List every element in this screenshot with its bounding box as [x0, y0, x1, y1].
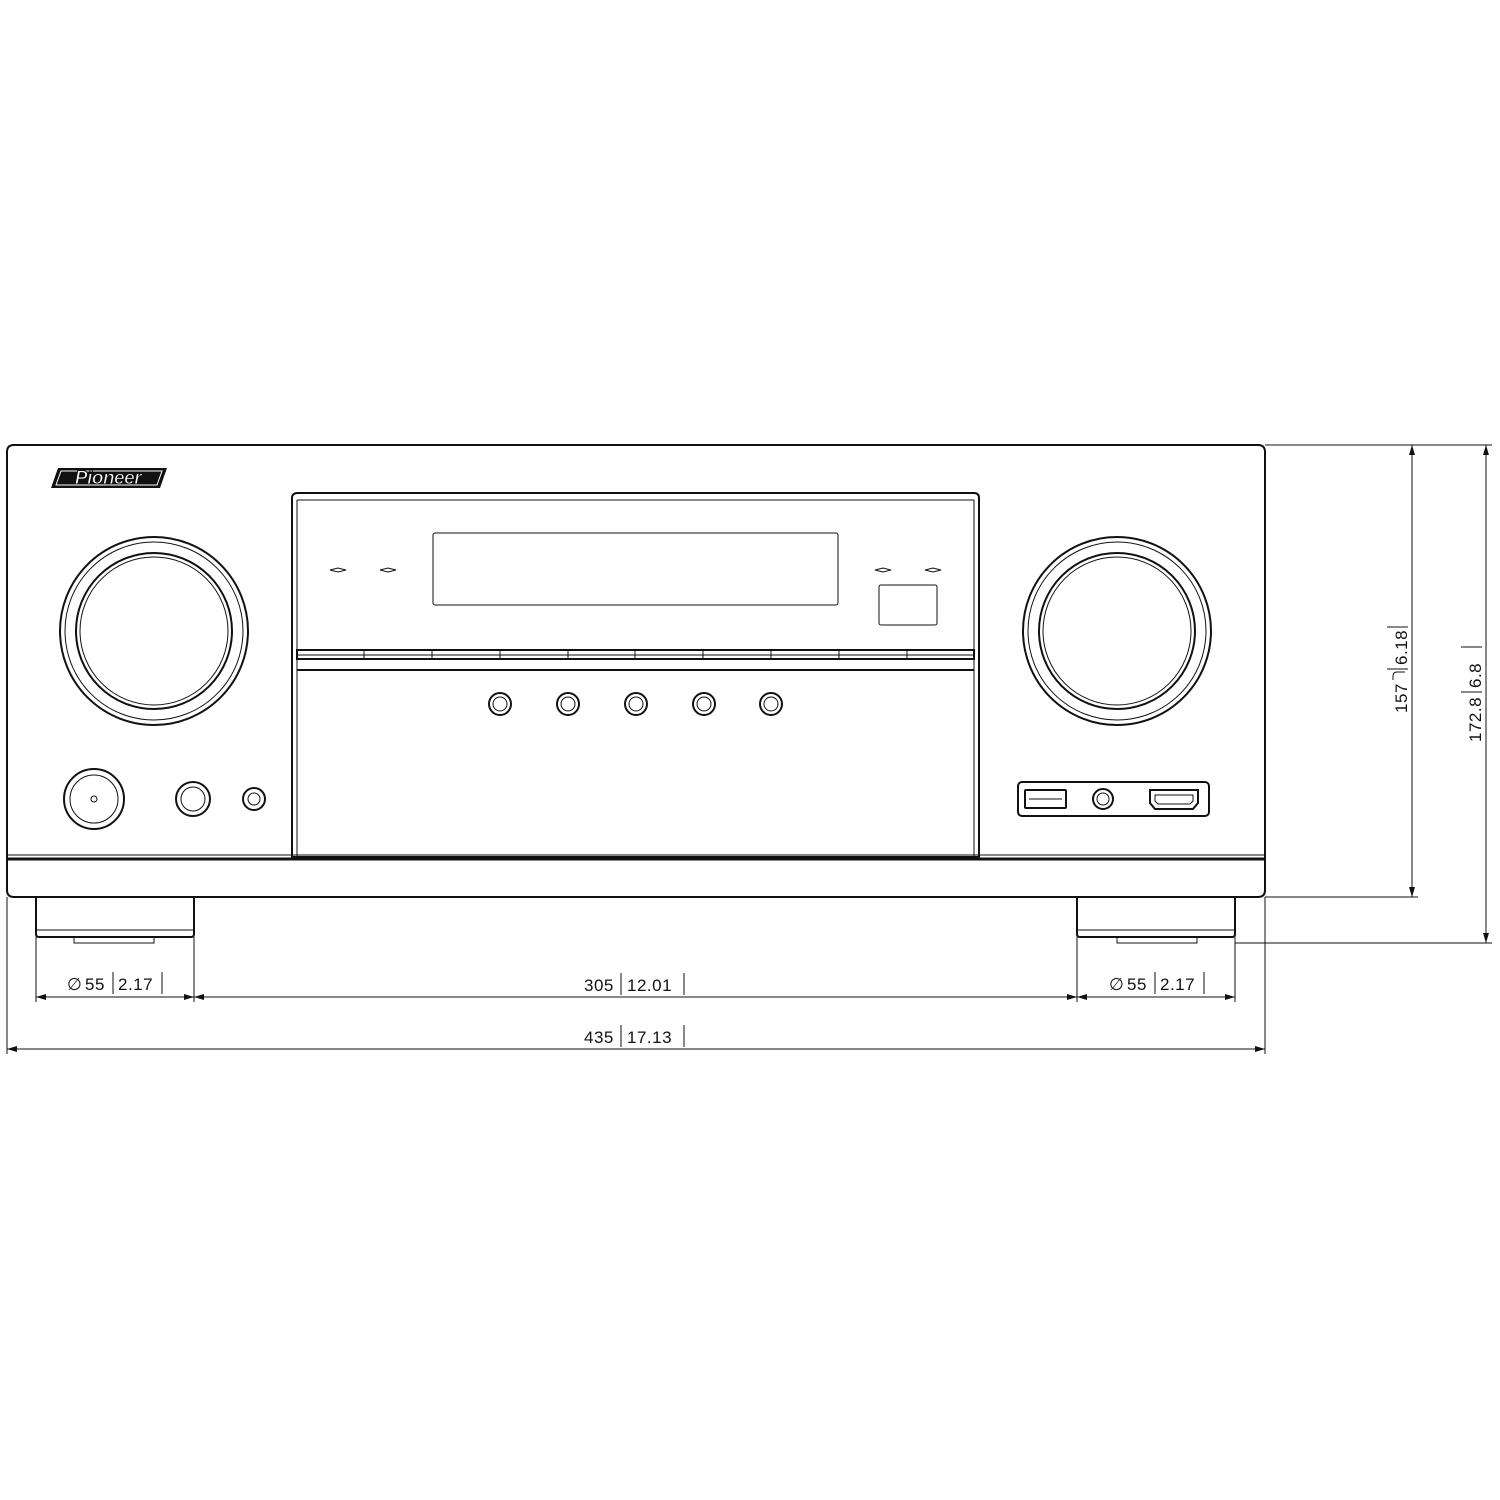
- foot-right-mm: 55: [1127, 975, 1147, 994]
- foot-spacing-mm: 305: [584, 976, 614, 995]
- dimension-height-total: 172.8 6.8: [1235, 444, 1492, 944]
- front-button-4[interactable]: [692, 692, 716, 716]
- receiver-body: [6, 444, 1266, 898]
- foot-right-symbol: ∅: [1109, 975, 1124, 994]
- front-button-2[interactable]: [556, 692, 580, 716]
- aux-jack[interactable]: [1092, 788, 1114, 810]
- usb-port[interactable]: [1024, 789, 1067, 809]
- total-width-inch: 17.13: [627, 1028, 672, 1047]
- foot-spacing-inch: 12.01: [627, 976, 672, 995]
- front-buttons: [488, 692, 783, 716]
- mic-jack[interactable]: [242, 787, 266, 811]
- foot-right: [1076, 897, 1236, 944]
- height-total-mm: 172.8: [1466, 697, 1485, 742]
- fl-display-window: [432, 532, 839, 606]
- total-width-mm: 435: [584, 1028, 614, 1047]
- indicator-marks: [329, 567, 942, 573]
- brand-logo: Pioneer: [51, 468, 167, 490]
- height-total-inch: 6.8: [1466, 663, 1485, 688]
- dimension-height-body: 157 6.18: [1265, 444, 1418, 898]
- foot-right-inch: 2.17: [1160, 975, 1195, 994]
- foot-left-mm: 55: [85, 975, 105, 994]
- input-selector-knob[interactable]: [59, 536, 249, 726]
- foot-left-inch: 2.17: [118, 975, 153, 994]
- dimension-total-width: 435 17.13: [6, 897, 1266, 1054]
- logo-text: Pioneer: [75, 468, 143, 489]
- standby-power-button[interactable]: [63, 768, 125, 830]
- height-body-mm: 157: [1392, 683, 1411, 713]
- height-body-inch: 6.18: [1392, 630, 1411, 665]
- remote-sensor-window: [878, 584, 938, 626]
- foot-left-symbol: ∅: [67, 975, 82, 994]
- headphone-jack[interactable]: [175, 781, 211, 817]
- button-strip: [296, 649, 975, 660]
- front-button-1[interactable]: [488, 692, 512, 716]
- dimension-foot-right: ∅ 55 2.17: [1077, 937, 1236, 1002]
- display-panel: [291, 492, 980, 858]
- hdmi-port[interactable]: [1149, 789, 1199, 810]
- front-ports-panel: [1017, 781, 1210, 817]
- front-button-3[interactable]: [624, 692, 648, 716]
- master-volume-knob[interactable]: [1022, 536, 1212, 726]
- dimension-foot-spacing: 305 12.01: [194, 937, 1078, 1002]
- front-button-5[interactable]: [759, 692, 783, 716]
- foot-left: [35, 897, 195, 944]
- dimension-foot-left: ∅ 55 2.17: [35, 937, 195, 1002]
